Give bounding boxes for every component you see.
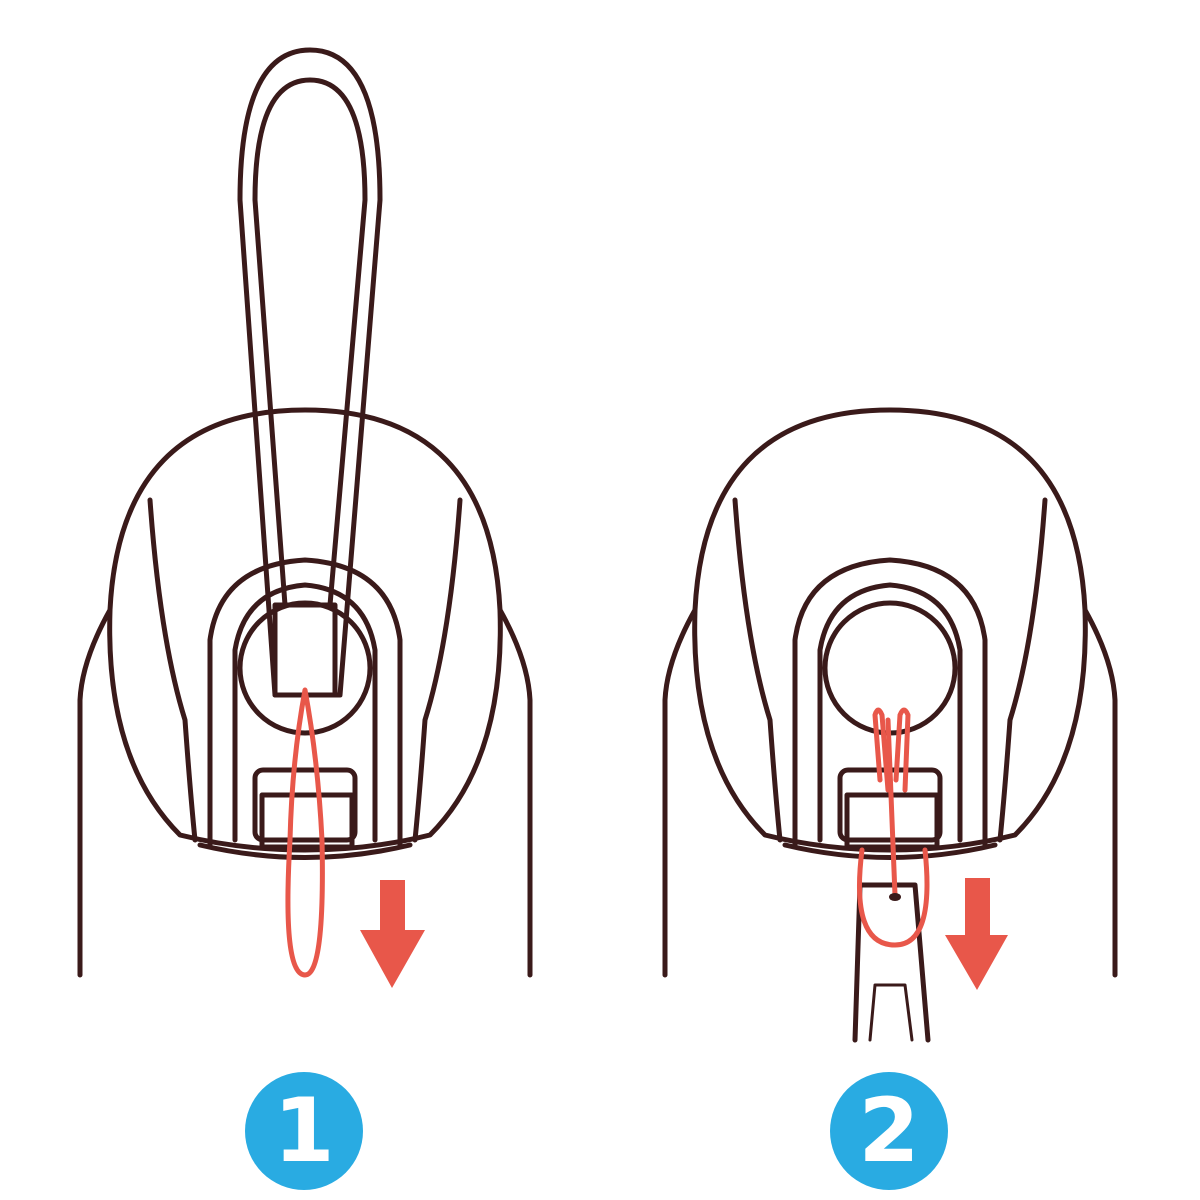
lug-circle bbox=[237, 600, 373, 736]
bottle-right-side bbox=[497, 607, 533, 978]
lug-housing bbox=[207, 557, 403, 848]
lug-block-back bbox=[252, 767, 358, 843]
cap-inner-left-curve bbox=[147, 497, 198, 843]
cap-inner-right-curve bbox=[412, 497, 463, 843]
step-1-number: 1 bbox=[273, 1079, 335, 1182]
pull-down-arrow-icon bbox=[945, 878, 1008, 990]
cord-strand-left bbox=[872, 707, 891, 793]
bottle-left-side bbox=[77, 607, 113, 978]
cap-dome bbox=[107, 407, 503, 853]
strap-end bbox=[852, 882, 931, 1043]
cord-loop bbox=[285, 687, 325, 978]
strap-inner-slot bbox=[868, 983, 914, 1042]
strap-end bbox=[272, 602, 338, 698]
bottle-left-side bbox=[662, 607, 698, 978]
lug-housing-inner bbox=[817, 582, 963, 843]
step-2-number: 2 bbox=[858, 1079, 920, 1182]
bottle-right-side bbox=[1082, 607, 1118, 978]
cord-strand-right bbox=[893, 707, 911, 793]
cord-strand-center bbox=[885, 717, 898, 898]
cap-inner-left-curve bbox=[732, 497, 783, 843]
lug-housing bbox=[792, 557, 988, 848]
step-1-badge: 1 bbox=[245, 1072, 363, 1190]
lug-circle bbox=[822, 600, 958, 736]
cord-loop bbox=[857, 847, 930, 948]
long-strap-inner bbox=[252, 77, 368, 608]
pull-down-arrow-icon bbox=[360, 880, 425, 988]
lug-block-front bbox=[259, 792, 355, 850]
cap-bottom-rim bbox=[197, 842, 413, 860]
cap-bottom-rim bbox=[782, 842, 998, 860]
lug-housing-inner bbox=[232, 582, 378, 843]
step-2-illustration bbox=[662, 407, 1118, 1043]
step-1-illustration bbox=[77, 47, 533, 988]
cap-inner-right-curve bbox=[997, 497, 1048, 843]
cap-dome bbox=[692, 407, 1088, 853]
long-strap-outer bbox=[237, 47, 383, 698]
step-2-badge: 2 bbox=[830, 1072, 948, 1190]
strap-hole bbox=[889, 893, 901, 901]
